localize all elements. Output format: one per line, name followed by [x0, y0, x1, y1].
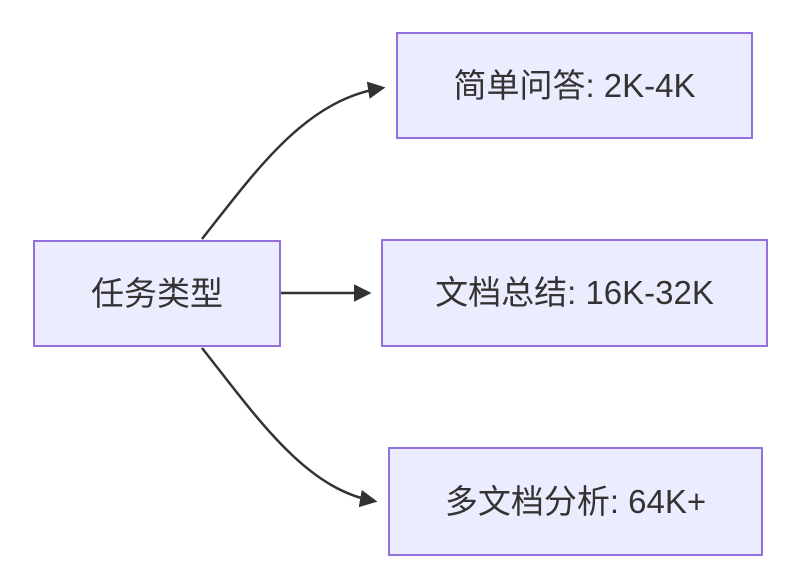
node-simple-qa: 简单问答: 2K-4K — [396, 32, 753, 139]
node-multidoc-analysis-label: 多文档分析: 64K+ — [444, 482, 707, 520]
node-task-type: 任务类型 — [33, 240, 281, 347]
edge-root-to-multidoc — [201, 347, 378, 508]
node-doc-summary-label: 文档总结: 16K-32K — [435, 274, 714, 312]
node-simple-qa-label: 简单问答: 2K-4K — [453, 66, 696, 104]
node-doc-summary: 文档总结: 16K-32K — [381, 239, 768, 347]
node-multidoc-analysis: 多文档分析: 64K+ — [388, 447, 763, 556]
edge-root-to-qa — [201, 81, 386, 240]
node-task-type-label: 任务类型 — [91, 274, 223, 312]
